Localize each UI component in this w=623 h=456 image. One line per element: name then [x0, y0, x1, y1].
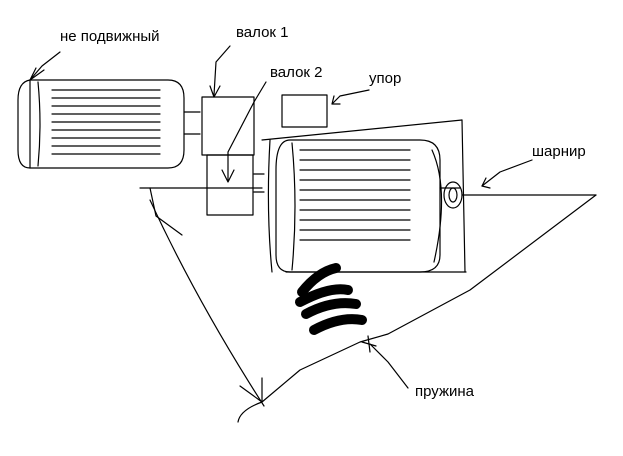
leader-arrows [29, 45, 533, 403]
fixed-motor-fins [51, 89, 161, 155]
frame-lines [139, 187, 597, 423]
fixed-motor [17, 79, 201, 169]
movable-motor [275, 139, 461, 273]
label-roller-2: валок 2 [270, 64, 323, 81]
roller-1 [201, 96, 265, 216]
hinge [443, 181, 597, 209]
motor-plate [261, 119, 467, 273]
label-roller-1: валок 1 [236, 24, 289, 41]
movable-motor-fins [299, 149, 411, 241]
label-stop: упор [369, 70, 402, 87]
label-fixed-motor: не подвижный [60, 28, 160, 45]
label-hinge: шарнир [532, 143, 586, 160]
label-spring: пружина [415, 383, 475, 400]
stop-block [281, 94, 328, 128]
spring-coils [295, 263, 367, 335]
